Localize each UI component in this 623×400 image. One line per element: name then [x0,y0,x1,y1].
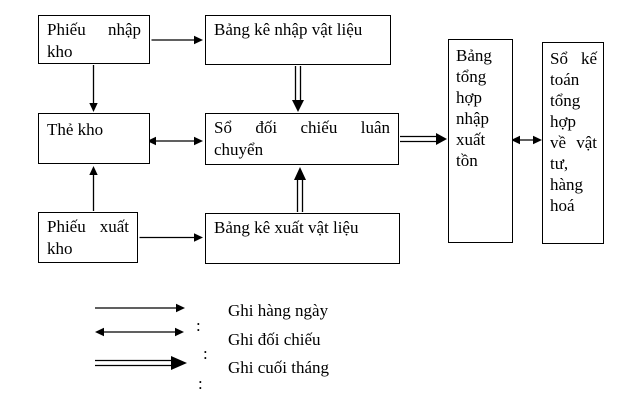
arrow-phieu-nhap-to-bang-ke-nhap [151,35,203,45]
arrow-so-doi-chieu-to-bang-tong-hop [400,133,447,145]
box-phieu-xuat-kho: Phiếu xuất kho [38,212,138,263]
legend-separator-3: : [198,374,203,393]
box-bang-ke-nhap-vat-lieu: Bảng kê nhập vật liệu [205,15,391,65]
box-bang-tong-hop-nhap-xuat-ton: Bảng tổng hợp nhập xuất tồn [448,39,513,243]
legend-double-headed-arrow-icon [95,327,184,337]
box-phieu-nhap-kho: Phiếu nhập kho [38,15,150,64]
arrow-phieu-xuat-to-the-kho [89,166,98,211]
legend-separator-2: : [203,344,208,363]
arrow-phieu-xuat-to-bang-ke-xuat [139,233,203,242]
box-bang-ke-xuat-vat-lieu: Bảng kê xuất vật liệu [205,213,400,264]
box-so-doi-chieu-luan-chuyen: Sổ đối chiếu luân chuyển [205,113,399,165]
legend-single-arrow-icon [95,303,185,313]
arrow-bang-tong-hop-so-ke-toan [511,135,542,145]
legend-label-ghi-doi-chieu: Ghi đối chiếu [228,330,321,349]
arrow-bang-ke-nhap-to-so-doi-chieu [292,66,304,112]
legend-double-line-arrow-icon [95,356,187,370]
legend-separator-1: : [196,316,201,335]
box-so-ke-toan-tong-hop: Sổ kế toán tổng hợp về vật tư, hàng hoá [542,42,604,244]
legend-label-ghi-cuoi-thang: Ghi cuối tháng [228,358,330,377]
legend-label-ghi-hang-ngay: Ghi hàng ngày [228,301,329,320]
arrow-the-kho-so-doi-chieu [147,136,203,146]
box-the-kho: Thẻ kho [38,113,150,164]
arrow-phieu-nhap-to-the-kho [89,65,98,112]
arrow-bang-ke-xuat-to-so-doi-chieu [294,167,306,212]
